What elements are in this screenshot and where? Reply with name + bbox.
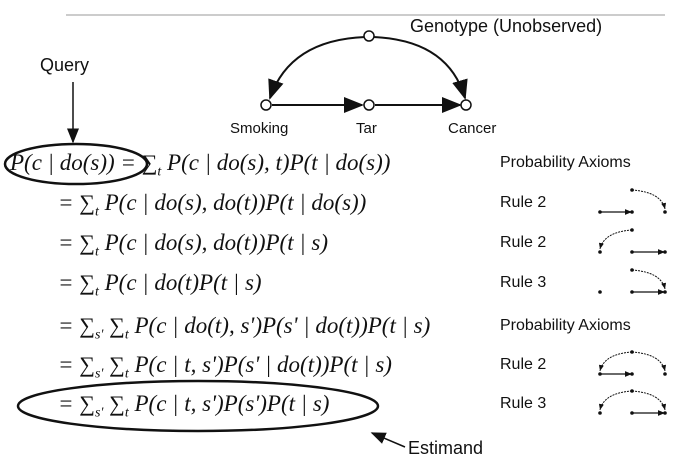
query-label: Query [40, 55, 90, 75]
step-prefix: = [58, 391, 74, 416]
sum-index: s' [94, 366, 104, 382]
sum-index: t [94, 244, 99, 260]
sum-symbol: ∑ [79, 190, 95, 215]
step-body: P(c | t, s')P(s' | do(t))P(t | s) [134, 352, 392, 377]
step-prefix: P(c | do(s)) [10, 150, 115, 175]
step-body: P(c | do(s), do(t))P(t | do(s)) [104, 190, 367, 215]
derivation-step: = ∑t P(c | do(s), do(t))P(t | do(s)) [58, 190, 366, 221]
mini-confounder-edge [598, 351, 633, 372]
derivation-step: = ∑s' ∑t P(c | t, s')P(s' | do(t))P(t | … [58, 352, 392, 383]
sum-symbol: ∑ [141, 150, 158, 175]
derivation-step: = ∑s' ∑t P(c | t, s')P(s')P(t | s) [58, 391, 329, 422]
sum-index: t [94, 204, 99, 220]
mini-node [598, 250, 602, 254]
step-body: P(c | do(t)P(t | s) [104, 270, 262, 295]
estimand-arrow [370, 432, 406, 448]
mini-node [663, 210, 667, 214]
sum-index: t [124, 366, 129, 382]
sum-symbol: ∑ [79, 313, 95, 338]
mini-graphs [598, 188, 667, 416]
rule-label: Rule 3 [500, 395, 547, 412]
smoking-node [260, 99, 272, 111]
tar-label: Tar [356, 120, 377, 137]
rule-label: Rule 2 [500, 234, 547, 251]
sum-symbol: ∑ [79, 270, 95, 295]
mini-confounder-edge [598, 390, 633, 411]
sum-index: t [124, 405, 129, 421]
step-body: P(c | do(s), do(t))P(t | s) [104, 230, 329, 255]
mini-confounder-edge [631, 351, 667, 372]
step-body: P(c | do(t), s')P(s' | do(t))P(t | s) [134, 313, 431, 338]
step-prefix: = [58, 190, 74, 215]
mini-confounder-edge [631, 390, 667, 411]
derivation-step: = ∑t P(c | do(s), do(t))P(t | s) [58, 230, 328, 261]
mini-confounder-edge [631, 189, 667, 210]
rule-label: Probability Axioms [500, 154, 631, 171]
sum-index: t [157, 164, 162, 180]
cancer-label: Cancer [448, 120, 497, 137]
mini-node [598, 411, 602, 415]
sum-symbol: ∑ [109, 391, 125, 416]
mini-confounder-edge [598, 229, 633, 250]
mini-node [598, 290, 602, 294]
step-prefix: = [58, 352, 74, 377]
step-prefix: = [58, 270, 74, 295]
derivation-step: = ∑t P(c | do(t)P(t | s) [58, 270, 262, 301]
tar-node [363, 99, 375, 111]
estimand-label: Estimand [408, 438, 484, 458]
genotype-node [363, 30, 375, 42]
step-prefix: = [58, 230, 74, 255]
smoking-label: Smoking [230, 120, 289, 137]
derivation-step: P(c | do(s)) = ∑t P(c | do(s), t)P(t | d… [10, 150, 391, 180]
rule-label: Probability Axioms [500, 317, 631, 334]
step-body: P(c | do(s), t)P(t | do(s)) [167, 150, 391, 175]
sum-index: s' [94, 405, 104, 421]
sum-index: s' [94, 327, 104, 343]
sum-index: t [124, 327, 129, 343]
genotype-to-cancer-edge [372, 36, 468, 100]
genotype-to-smoking-edge [268, 36, 366, 100]
sum-symbol: ∑ [79, 352, 95, 377]
step-prefix: = [58, 313, 74, 338]
mini-node [663, 372, 667, 376]
rule-label: Rule 2 [500, 194, 547, 211]
sum-index: t [94, 284, 99, 300]
genotype-label: Genotype (Unobserved) [410, 16, 603, 36]
sum-symbol: ∑ [79, 391, 95, 416]
rule-label: Rule 3 [500, 274, 547, 291]
estimand-ellipse [16, 379, 380, 433]
rule-label: Rule 2 [500, 356, 547, 373]
derivation-step: = ∑s' ∑t P(c | do(t), s')P(s' | do(t))P(… [58, 313, 430, 344]
step-body: P(c | t, s')P(s')P(t | s) [134, 391, 330, 416]
query-ellipse [3, 142, 149, 186]
sum-symbol: ∑ [109, 352, 125, 377]
mini-confounder-edge [631, 269, 667, 290]
cancer-node [460, 99, 472, 111]
sum-symbol: ∑ [109, 313, 125, 338]
sum-symbol: ∑ [79, 230, 95, 255]
